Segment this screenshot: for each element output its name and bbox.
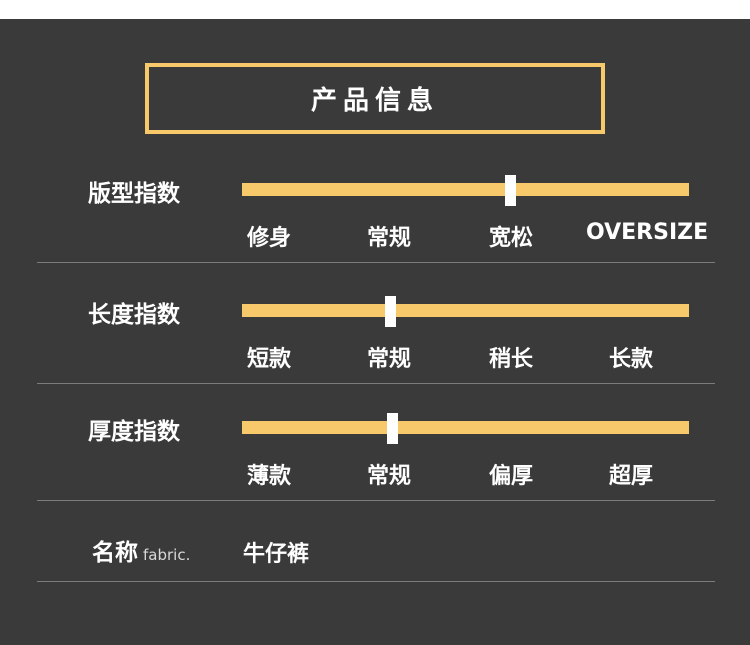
length-index-slider[interactable]	[242, 296, 689, 327]
thickness-option-thin: 薄款	[247, 464, 292, 489]
fit-option-oversize: OVERSIZE	[586, 220, 709, 245]
divider	[37, 581, 715, 582]
page-title: 产品信息	[310, 86, 439, 116]
fit-option-loose: 宽松	[489, 226, 534, 251]
length-option-longish: 稍长	[489, 347, 534, 372]
name-label-zh: 名称	[92, 540, 138, 566]
fit-option-slim: 修身	[247, 226, 292, 251]
thickness-option-thick: 偏厚	[489, 464, 534, 489]
fit-index-label: 版型指数	[88, 181, 180, 207]
thickness-index-slider[interactable]	[242, 413, 689, 444]
length-option-short: 短款	[247, 347, 292, 372]
fit-index-slider-handle[interactable]	[505, 175, 517, 206]
divider	[37, 500, 715, 501]
length-option-long: 长款	[609, 347, 654, 372]
length-index-label: 长度指数	[88, 302, 180, 328]
thickness-option-regular: 常规	[367, 464, 412, 489]
length-index-slider-handle[interactable]	[384, 296, 396, 327]
divider	[37, 262, 715, 263]
thickness-index-label: 厚度指数	[88, 419, 180, 445]
product-info-panel	[0, 19, 750, 645]
fit-index-slider[interactable]	[242, 175, 689, 206]
name-label-en: fabric.	[143, 546, 191, 564]
thickness-option-extra-thick: 超厚	[609, 464, 654, 489]
title-frame: 产品信息	[145, 63, 605, 134]
product-name-value: 牛仔裤	[243, 542, 310, 567]
name-label: 名称 fabric.	[92, 533, 190, 567]
thickness-index-slider-handle[interactable]	[386, 413, 398, 444]
fit-option-regular: 常规	[367, 226, 412, 251]
length-option-regular: 常规	[367, 347, 412, 372]
divider	[37, 383, 715, 384]
